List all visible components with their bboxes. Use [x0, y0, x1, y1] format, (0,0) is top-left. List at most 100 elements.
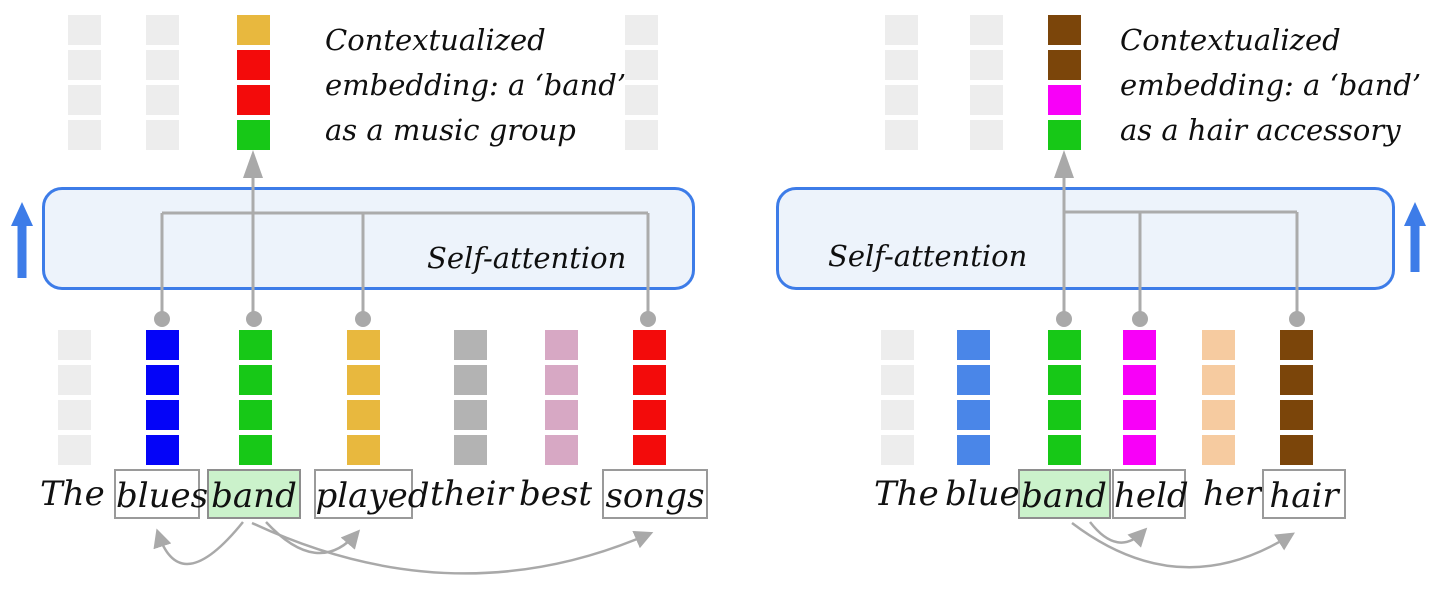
input-embedding-cell — [1202, 400, 1235, 430]
input-embedding-cell — [146, 435, 179, 465]
word-blue: blue — [945, 474, 1020, 514]
input-embedding-cell — [545, 330, 578, 360]
word-songs: songs — [602, 469, 708, 519]
input-embedding-cell — [454, 400, 487, 430]
input-embedding-cell — [454, 330, 487, 360]
input-embedding-cell — [146, 365, 179, 395]
self-attention-box-right — [776, 187, 1395, 290]
input-embedding-cell — [1202, 435, 1235, 465]
input-embedding-cell — [347, 330, 380, 360]
input-embedding-cell — [881, 365, 914, 395]
word-band: band — [207, 469, 301, 519]
word-their: their — [430, 474, 513, 514]
ghost-embedding-cell — [970, 15, 1003, 45]
input-embedding-cell — [1280, 365, 1313, 395]
input-embedding-cell — [633, 400, 666, 430]
input-embedding-cell — [1123, 400, 1156, 430]
input-embedding-cell — [146, 330, 179, 360]
input-embedding-cell — [58, 365, 91, 395]
left-up-arrow-icon — [11, 202, 33, 278]
input-embedding-cell — [1280, 330, 1313, 360]
word-held: held — [1112, 469, 1189, 519]
attention-arc-band-played — [265, 521, 361, 555]
input-embedding-cell — [58, 435, 91, 465]
word-best: best — [519, 474, 592, 514]
ghost-embedding-cell — [68, 50, 101, 80]
input-embedding-cell — [633, 435, 666, 465]
attention-arc-band-songs — [251, 521, 654, 575]
input-embedding-cell — [957, 435, 990, 465]
input-embedding-cell — [58, 400, 91, 430]
input-embedding-cell — [957, 365, 990, 395]
ghost-embedding-cell — [970, 85, 1003, 115]
contextualized-embedding-cell — [237, 120, 270, 150]
left-attention-connectors — [154, 150, 656, 327]
input-embedding-cell — [545, 400, 578, 430]
left-attention-arcs — [153, 521, 654, 575]
caption-line: Contextualized — [325, 23, 546, 57]
self-attention-box-left — [42, 187, 695, 290]
ghost-embedding-cell — [885, 15, 918, 45]
input-embedding-cell — [347, 400, 380, 430]
input-embedding-cell — [239, 365, 272, 395]
ghost-embedding-cell — [146, 85, 179, 115]
input-embedding-cell — [1048, 365, 1081, 395]
input-embedding-cell — [347, 365, 380, 395]
input-embedding-cell — [1280, 400, 1313, 430]
input-embedding-cell — [239, 400, 272, 430]
connector-dot — [1289, 311, 1305, 327]
input-embedding-cell — [545, 365, 578, 395]
ghost-embedding-cell — [885, 50, 918, 80]
input-embedding-cell — [1280, 435, 1313, 465]
word-blues: blues — [114, 469, 208, 519]
contextualized-embedding-cell — [237, 15, 270, 45]
connector-dot — [246, 311, 262, 327]
input-embedding-cell — [957, 400, 990, 430]
ghost-embedding-cell — [68, 85, 101, 115]
caption-line: Contextualized — [1120, 23, 1341, 57]
connector-dot — [355, 311, 371, 327]
word-played: played — [313, 469, 430, 519]
ghost-embedding-cell — [625, 120, 658, 150]
left-caption: Contextualized embedding: a ‘band’ as a … — [325, 18, 626, 153]
contextualized-embedding-cell — [1048, 120, 1081, 150]
right-attention-arcs — [1071, 521, 1295, 569]
input-embedding-cell — [347, 435, 380, 465]
caption-line: as a hair accessory — [1120, 113, 1401, 147]
input-embedding-cell — [1048, 435, 1081, 465]
contextualized-embedding-cell — [237, 85, 270, 115]
caption-line: embedding: a ‘band’ — [1120, 68, 1422, 102]
contextualized-embedding-cell — [237, 50, 270, 80]
right-up-arrow-icon — [1404, 202, 1426, 272]
input-embedding-cell — [1123, 365, 1156, 395]
right-caption: Contextualized embedding: a ‘band’ as a … — [1120, 18, 1421, 153]
ghost-embedding-cell — [970, 120, 1003, 150]
ghost-embedding-cell — [68, 15, 101, 45]
input-embedding-cell — [1202, 330, 1235, 360]
ghost-embedding-cell — [885, 85, 918, 115]
self-attention-label-left: Self-attention — [427, 241, 627, 275]
connector-dot — [154, 311, 170, 327]
contextualized-embedding-cell — [1048, 50, 1081, 80]
ghost-embedding-cell — [970, 50, 1003, 80]
input-embedding-cell — [1048, 400, 1081, 430]
ghost-embedding-cell — [625, 15, 658, 45]
self-attention-label-right: Self-attention — [828, 239, 1028, 273]
attention-arc-band-held — [1089, 521, 1148, 548]
word-the: The — [874, 474, 939, 514]
connector-dot — [1056, 311, 1072, 327]
contextualized-embedding-cell — [1048, 15, 1081, 45]
contextualized-embedding-cell — [1048, 85, 1081, 115]
input-embedding-cell — [454, 365, 487, 395]
ghost-embedding-cell — [146, 120, 179, 150]
input-embedding-cell — [545, 435, 578, 465]
input-embedding-cell — [633, 330, 666, 360]
input-embedding-cell — [58, 330, 91, 360]
output-arrowhead-icon — [1054, 150, 1074, 178]
ghost-embedding-cell — [625, 50, 658, 80]
word-her: her — [1202, 474, 1262, 514]
caption-line: embedding: a ‘band’ — [325, 68, 627, 102]
up-arrowhead — [11, 202, 33, 226]
input-embedding-cell — [633, 365, 666, 395]
